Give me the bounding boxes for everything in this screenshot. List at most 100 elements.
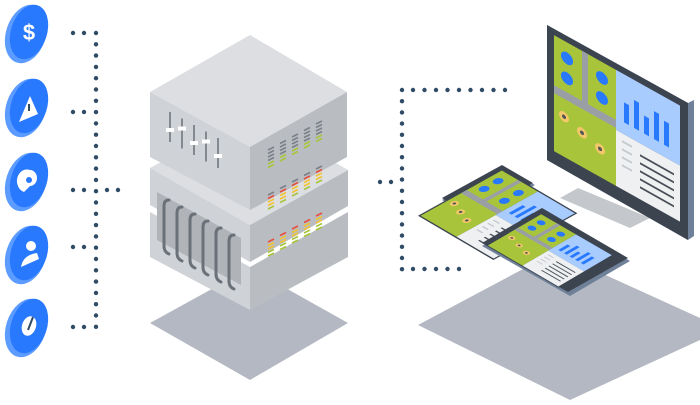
status-led xyxy=(279,146,287,152)
connector-dot xyxy=(104,187,110,193)
status-led xyxy=(291,239,299,244)
status-led xyxy=(267,163,275,169)
status-led xyxy=(303,175,311,180)
left-connector-dots xyxy=(70,30,121,330)
coin-gauge xyxy=(4,298,49,358)
status-led xyxy=(315,222,323,228)
connector-dot xyxy=(399,233,405,238)
status-led xyxy=(303,218,311,224)
status-led xyxy=(279,231,287,237)
connector-dot xyxy=(93,222,99,228)
server-unit-top xyxy=(150,35,347,210)
patch-cable xyxy=(188,212,197,270)
connector-dot xyxy=(93,132,99,137)
connector-dot xyxy=(93,155,99,160)
status-led xyxy=(279,184,287,190)
connector-dot xyxy=(93,109,99,115)
connector-dot xyxy=(93,64,99,70)
status-led xyxy=(267,153,275,158)
status-led xyxy=(291,147,299,152)
fader-knob xyxy=(214,154,222,158)
connector-dot xyxy=(93,290,99,296)
connector-dot xyxy=(70,109,76,115)
connector-dot xyxy=(81,30,87,36)
status-led xyxy=(315,168,323,174)
connector-dot xyxy=(93,42,99,47)
connector-dot xyxy=(433,87,439,93)
patch-cable xyxy=(162,198,171,256)
status-led xyxy=(303,137,311,142)
fader-controls xyxy=(166,112,222,168)
status-led xyxy=(279,198,287,204)
connector-dot xyxy=(399,222,405,227)
status-led xyxy=(291,143,299,149)
connector-dot xyxy=(399,110,405,115)
status-led xyxy=(291,228,299,234)
status-led xyxy=(267,248,275,254)
status-led xyxy=(291,133,299,138)
connector-dot xyxy=(433,266,439,272)
status-led xyxy=(267,252,275,257)
patch-cables xyxy=(157,192,241,291)
connector-dot xyxy=(445,87,450,93)
connector-dot xyxy=(93,268,99,273)
status-led xyxy=(267,205,275,210)
status-led xyxy=(291,140,299,145)
connector-dot xyxy=(93,279,99,284)
connector-dot xyxy=(399,244,405,249)
coin-warning xyxy=(4,78,49,138)
status-led xyxy=(315,175,323,181)
connector-dot xyxy=(93,177,99,183)
status-led xyxy=(303,144,311,149)
status-led xyxy=(303,229,311,234)
patch-cable xyxy=(201,219,210,277)
status-led xyxy=(315,165,323,170)
connector-dot xyxy=(399,177,405,182)
status-led xyxy=(291,232,299,237)
coin-location xyxy=(4,152,49,212)
status-led xyxy=(315,226,323,231)
connector-dot xyxy=(399,188,405,193)
status-led xyxy=(291,188,299,194)
server-shadow xyxy=(150,268,348,380)
connector-dot xyxy=(93,211,99,216)
status-led xyxy=(279,245,287,251)
devices-shadow xyxy=(418,252,700,400)
monitor-stand xyxy=(560,188,650,228)
connector-dot xyxy=(93,324,99,329)
status-led xyxy=(279,157,287,162)
connector-dot xyxy=(93,121,99,126)
status-led xyxy=(303,130,311,135)
status-led xyxy=(315,215,323,221)
status-led xyxy=(291,225,299,230)
status-led xyxy=(291,185,299,190)
status-led xyxy=(315,219,323,224)
connector-dot xyxy=(93,200,99,205)
connector-dot xyxy=(115,187,121,193)
status-led xyxy=(267,238,275,243)
connector-dot xyxy=(479,87,485,93)
dollar-icon: $ xyxy=(23,20,35,45)
status-led xyxy=(267,201,275,207)
connector-dot xyxy=(399,267,405,272)
status-led xyxy=(267,191,275,196)
connector-dot xyxy=(502,87,508,93)
smartphone xyxy=(417,165,579,261)
connector-dot xyxy=(491,87,496,93)
connector-dot xyxy=(70,244,76,250)
connector-dot xyxy=(399,143,405,149)
patch-cable xyxy=(214,226,223,284)
connector-dot xyxy=(93,166,99,171)
fader-knob xyxy=(202,139,210,144)
connector-dot xyxy=(93,98,99,104)
status-led xyxy=(279,242,287,247)
coin-user xyxy=(4,225,49,285)
connector-dot xyxy=(410,87,416,93)
connector-dot xyxy=(93,143,99,149)
status-led xyxy=(279,143,287,148)
connector-dot xyxy=(388,179,394,185)
connector-dot xyxy=(70,30,76,36)
status-led xyxy=(303,140,311,146)
connector-dot xyxy=(81,109,87,115)
